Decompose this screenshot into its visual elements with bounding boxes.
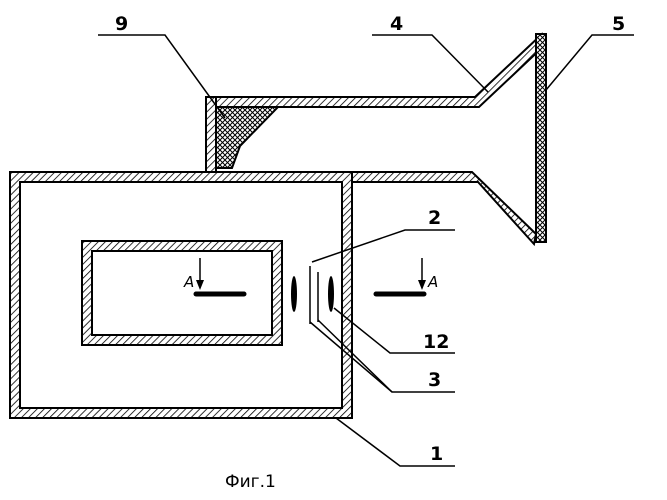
section-line-a-a: A A [183, 258, 438, 297]
leader-9 [98, 34, 226, 119]
callout-2: 2 [428, 207, 441, 229]
leader-2 [311, 229, 455, 263]
horn-5 [535, 33, 547, 243]
callout-12: 12 [423, 331, 449, 353]
insert-9 [215, 106, 281, 169]
electrode-left [291, 276, 297, 312]
callout-9: 9 [115, 13, 128, 35]
leader-4 [372, 34, 489, 93]
leader-12 [333, 307, 455, 354]
waveguide-4 [205, 32, 548, 247]
section-arrow-right [418, 280, 426, 290]
leader-lines [98, 34, 634, 467]
figure-caption: Фиг.1 [225, 472, 276, 492]
inner-chamber [81, 240, 283, 346]
callout-3: 3 [428, 369, 441, 391]
callout-5: 5 [612, 13, 625, 35]
electrode-right [328, 276, 334, 312]
elements-2-3-12 [291, 266, 334, 324]
callout-4: 4 [390, 13, 403, 35]
section-arrow-left [196, 280, 204, 290]
leader-1 [335, 417, 455, 467]
callout-1: 1 [430, 443, 443, 465]
leader-3b [317, 319, 393, 393]
leader-5 [545, 34, 634, 91]
housing-1 [9, 171, 353, 419]
section-label-right: A [427, 273, 438, 291]
section-label-left: A [183, 273, 194, 291]
